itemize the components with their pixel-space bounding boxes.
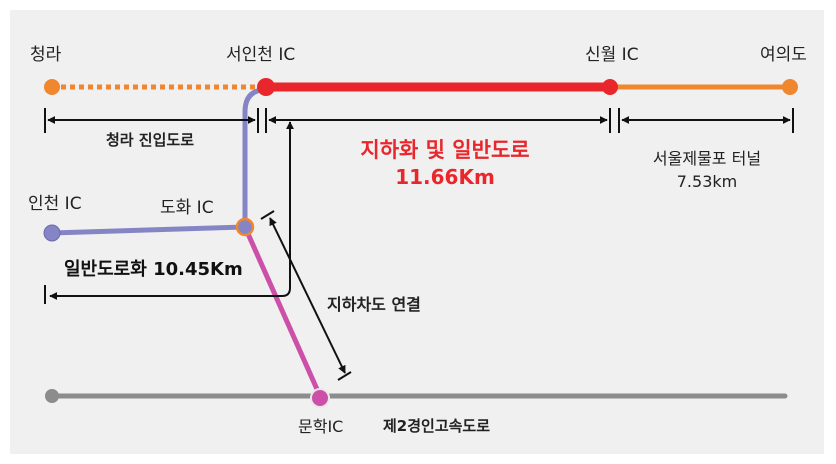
label-cheongna-access: 청라 진입도로 — [106, 131, 194, 149]
dohwa-node — [235, 217, 255, 237]
yeouido-node — [782, 79, 798, 95]
label-tunnel-title: 서울제물포 터널 — [653, 149, 761, 168]
label-cheongna: 청라 — [30, 45, 62, 65]
underpass-line — [242, 225, 323, 398]
label-underpass: 지하차도 연결 — [327, 295, 421, 314]
label-yeouido: 여의도 — [760, 45, 807, 65]
label-sinwol-ic: 신월 IC — [585, 45, 639, 65]
incheon-node — [43, 224, 61, 242]
label-seo-incheon-ic: 서인천 IC — [226, 45, 295, 65]
label-underground-title: 지하화 및 일반도로 — [360, 138, 529, 162]
dimension-markers — [44, 108, 794, 381]
seo-incheon-node — [257, 78, 275, 96]
label-general-road: 일반도로화 10.45Km — [64, 259, 243, 280]
cheongna-node — [44, 79, 60, 95]
label-dohwa-ic: 도화 IC — [160, 198, 214, 218]
label-underground-length: 11.66Km — [395, 165, 495, 189]
expressway-west-node — [45, 389, 59, 403]
general-road-line — [51, 87, 263, 236]
label-expressway: 제2경인고속도로 — [383, 417, 490, 435]
underpass-dimension-arrow — [269, 217, 346, 374]
label-tunnel-length: 7.53km — [677, 172, 737, 191]
label-munhak-ic: 문학IC — [298, 417, 343, 436]
munhak-node — [310, 388, 330, 408]
label-incheon-ic: 인천 IC — [28, 194, 82, 214]
sinwol-node — [602, 79, 618, 95]
